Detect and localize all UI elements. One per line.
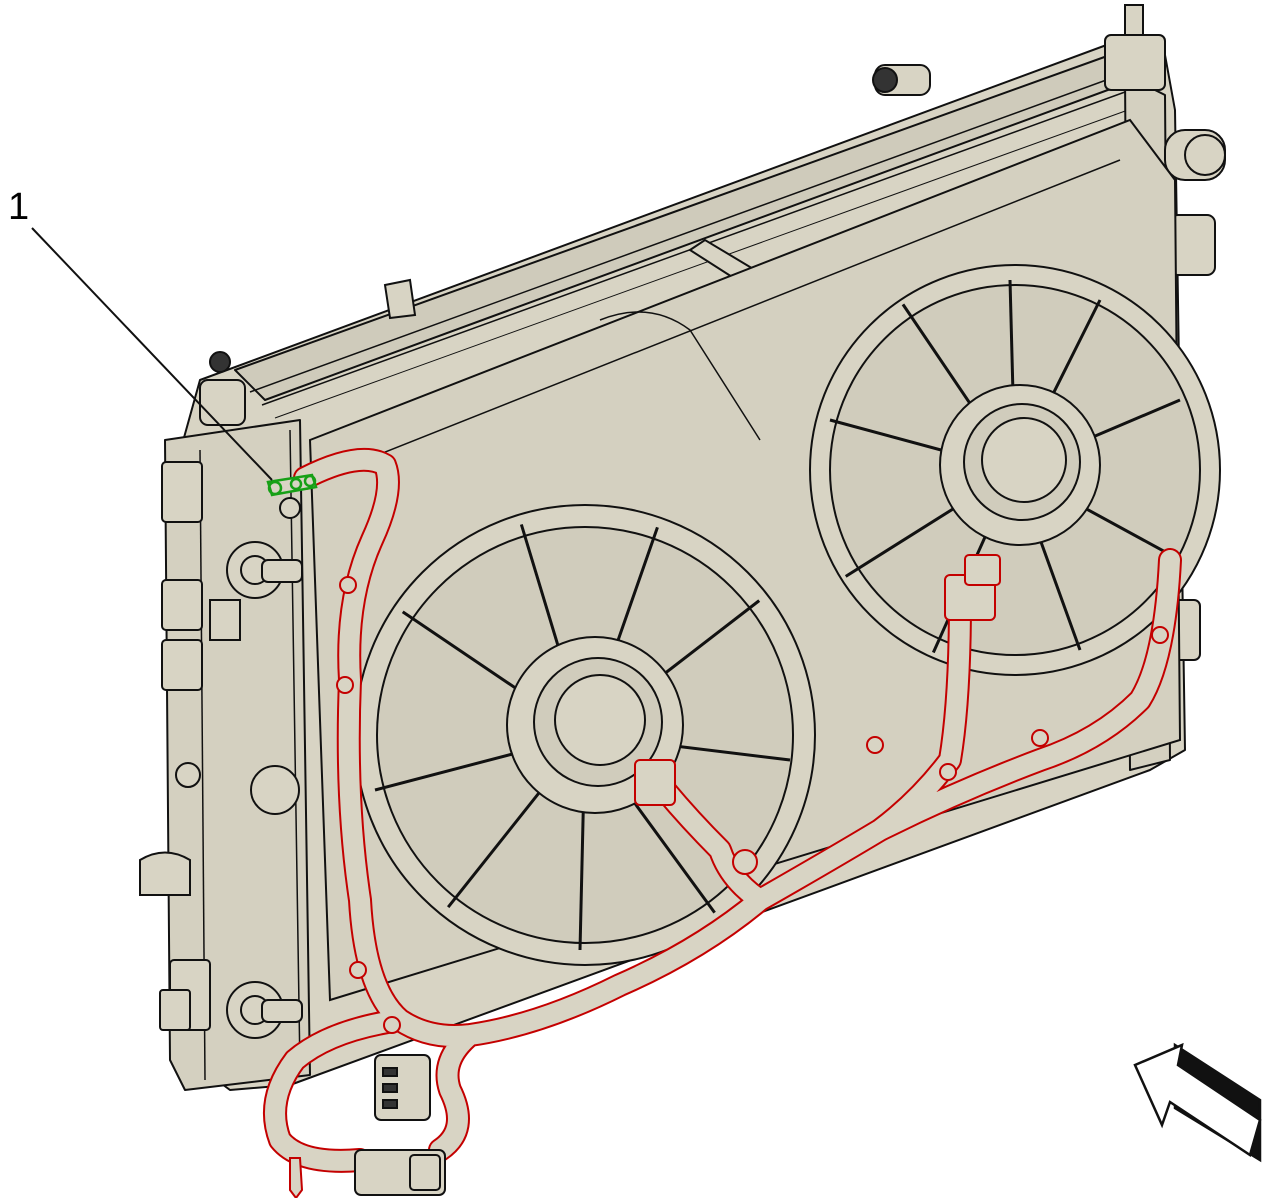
callout-leader-line: [31, 227, 273, 481]
forward-arrow-icon: [1133, 1042, 1262, 1163]
ground-terminal-highlight: [266, 473, 318, 497]
harness-connectors: [289, 554, 1001, 1200]
callout-label-1: 1: [8, 186, 30, 228]
left-mount-brackets: [139, 351, 303, 1039]
harness-clips: [336, 576, 1169, 1034]
fan-left: [354, 504, 816, 966]
wiring-harness: [263, 447, 1182, 1173]
